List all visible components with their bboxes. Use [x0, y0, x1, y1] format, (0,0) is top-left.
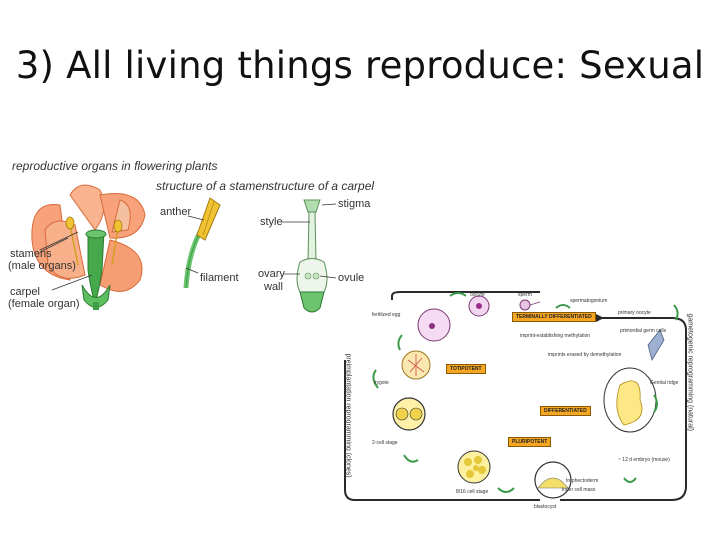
flower-heading: reproductive organs in flowering plants — [12, 159, 218, 173]
label-male-organs: (male organs) — [8, 260, 76, 272]
slide-title: 3) All living things reproduce: Sexual — [15, 44, 705, 87]
cycle-label-two-cell: 2-cell stage — [372, 440, 398, 446]
cycle-label-imprint-demethylation: imprints erased by demethylation — [548, 352, 622, 358]
label-wall: wall — [264, 281, 283, 293]
cycle-label-fertilized-egg: fertilized egg — [372, 312, 401, 318]
side-label-left: preimplantation reprogramming (clones) — [344, 353, 352, 478]
label-style: style — [260, 216, 283, 228]
cycle-label-primordial-germ-cells: primordial germ cells — [620, 328, 667, 334]
label-female-organ: (female organ) — [8, 298, 80, 310]
cycle-label-blastocyst: blastocyst — [534, 504, 557, 510]
life-cycle-illustration — [344, 254, 720, 540]
label-anther: anther — [160, 206, 192, 218]
label-stigma: stigma — [338, 198, 371, 210]
cycle-label-genital-ridge: Genital ridge — [650, 380, 679, 386]
label-ovary: ovary — [258, 268, 285, 280]
cycle-label-zygote: zygote — [374, 380, 389, 386]
state-box-pluripotent: PLURIPOTENT — [508, 437, 552, 447]
cycle-label-oocyte: oocyte — [470, 292, 485, 298]
label-filament: filament — [200, 272, 239, 284]
cycle-label-eight-cell: 8/16 cell stage — [456, 489, 489, 495]
carpel-caption: structure of a carpel — [268, 179, 375, 193]
state-box-totipotent: TOTIPOTENT — [446, 364, 486, 374]
cycle-label-embryo: ~ 12 d embryo (mouse) — [618, 457, 670, 463]
cycle-label-spermatogonium: spermatogonium — [570, 298, 608, 304]
state-box-differentiated: DIFFERENTIATED — [540, 406, 591, 416]
cycle-label-primary-oocyte: primary oocyte — [618, 310, 651, 316]
carpel-illustration — [282, 199, 337, 313]
stamen-caption: structure of a stamen — [156, 179, 269, 193]
label-carpel: carpel — [10, 286, 40, 298]
cycle-label-inner-cell-mass: inner cell mass — [562, 487, 596, 493]
label-stamens: stamens — [10, 248, 52, 260]
side-label-right: gametogenic reprogramming (natural) — [686, 313, 694, 432]
cycle-label-sperm: sperm — [518, 292, 532, 298]
label-ovule: ovule — [338, 272, 365, 284]
cycle-label-imprint-methylation: imprint-establishing methylation — [520, 333, 591, 339]
stamen-illustration — [183, 197, 221, 289]
flower-illustration — [31, 184, 146, 310]
cycle-label-trophectoderm: trophectoderm — [566, 478, 599, 484]
state-box-terminal: TERMINALLY DIFFERENTIATED — [512, 312, 596, 322]
